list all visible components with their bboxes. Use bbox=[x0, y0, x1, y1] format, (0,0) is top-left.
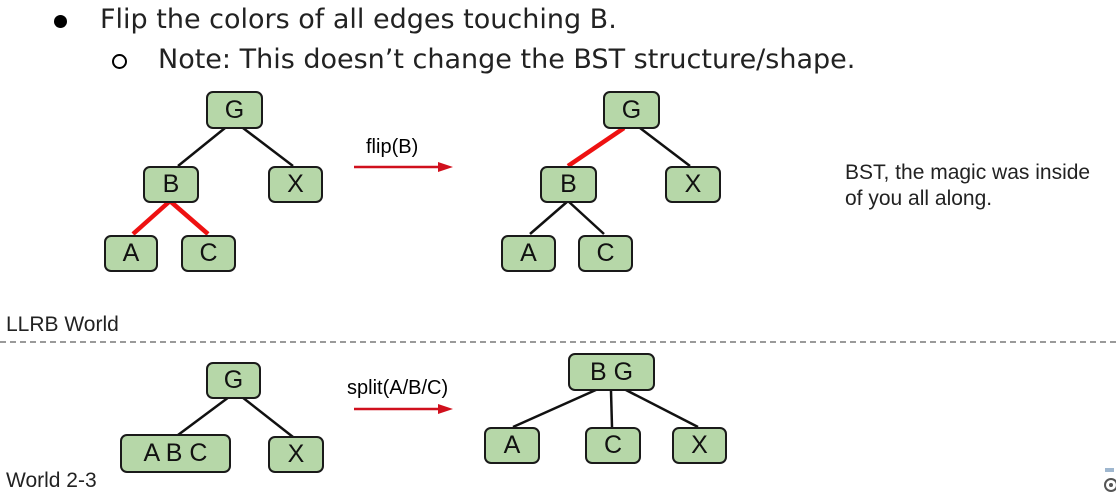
edge-b-a-after bbox=[529, 200, 569, 235]
node-g-before: G bbox=[206, 91, 263, 129]
edge-g-b-after bbox=[566, 126, 626, 168]
edge-bg-c bbox=[609, 390, 614, 428]
bullet-note: Note: This doesn’t change the BST struct… bbox=[158, 44, 856, 75]
edge-b-c-before bbox=[168, 199, 210, 236]
llrb-world-label: LLRB World bbox=[6, 313, 119, 336]
node-c-before: C bbox=[181, 235, 236, 272]
edge-bg-a bbox=[512, 387, 599, 429]
edge-b-a-before bbox=[131, 199, 172, 236]
node-x-23: X bbox=[268, 436, 324, 473]
edge-g-abc bbox=[177, 395, 230, 437]
bullet-dot-icon bbox=[54, 15, 67, 28]
node-a-after: A bbox=[501, 235, 556, 272]
edge-g-b-before bbox=[177, 127, 226, 167]
node-c-after: C bbox=[578, 235, 633, 272]
edge-g-x-23 bbox=[241, 396, 294, 438]
edge-bg-x bbox=[623, 387, 699, 429]
op-split-label: split(A/B/C) bbox=[347, 377, 449, 399]
edge-g-x-before bbox=[242, 127, 294, 167]
arrow-flip-head bbox=[438, 162, 453, 172]
node-b-after: B bbox=[540, 166, 597, 203]
node-x-23-after: X bbox=[672, 427, 727, 464]
node-a-23-after: A bbox=[484, 427, 540, 464]
edge-b-c-after bbox=[567, 200, 605, 235]
node-x-after: X bbox=[665, 166, 721, 203]
node-g-after: G bbox=[603, 91, 660, 129]
node-x-before: X bbox=[268, 166, 323, 203]
arrow-split-head bbox=[438, 404, 453, 414]
node-c-23-after: C bbox=[585, 427, 641, 464]
node-b-before: B bbox=[143, 166, 199, 203]
node-a-before: A bbox=[104, 235, 158, 272]
node-g-23: G bbox=[206, 362, 261, 399]
bullet-main: Flip the colors of all edges touching B. bbox=[100, 4, 617, 35]
world-23-label: World 2-3 bbox=[6, 469, 97, 492]
side-text-line1: BST, the magic was inside bbox=[845, 161, 1091, 184]
node-abc-23: A B C bbox=[120, 434, 231, 473]
edge-g-x-after bbox=[639, 127, 691, 167]
node-bg-23: B G bbox=[568, 353, 655, 391]
section-divider bbox=[0, 341, 1116, 343]
slide-corner-icon bbox=[1104, 468, 1116, 492]
bullet-ring-icon bbox=[112, 54, 127, 69]
op-flip-label: flip(B) bbox=[366, 136, 419, 158]
side-text-line2: of you all along. bbox=[845, 187, 993, 210]
